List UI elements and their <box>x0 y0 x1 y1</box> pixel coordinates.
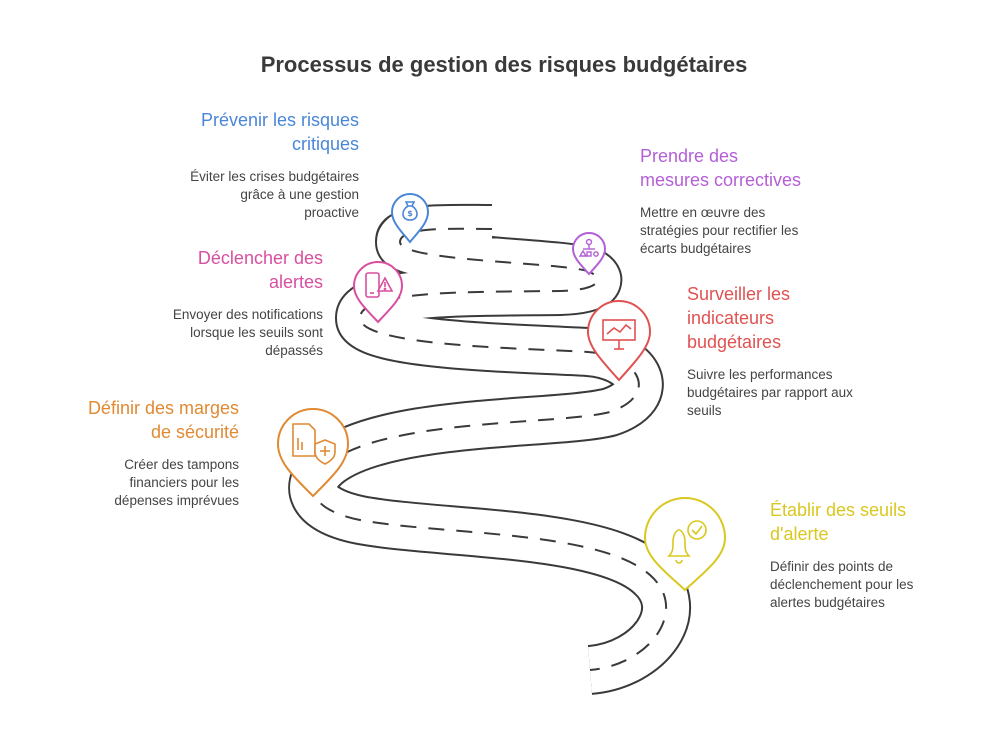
step-alerts-desc-line: lorsque les seuils sont <box>190 325 323 340</box>
step-thresholds-desc: Définir des points de déclenchement pour… <box>770 558 970 612</box>
step-monitor-heading-line: indicateurs <box>687 308 775 328</box>
strategy-icon <box>578 238 599 257</box>
step-margins: Définir des marges de sécurité Créer des… <box>19 396 239 510</box>
pin-thresholds <box>643 497 727 592</box>
pin-corrective <box>571 232 607 276</box>
step-prevent-desc-line: Éviter les crises budgétaires <box>190 169 359 184</box>
step-corrective-desc-line: écarts budgétaires <box>640 241 752 256</box>
step-alerts-desc-line: dépassés <box>265 343 323 358</box>
step-corrective-heading: Prendre des mesures correctives <box>640 144 880 192</box>
document-shield-icon <box>292 423 336 465</box>
money-bag-icon: $ <box>402 201 418 221</box>
step-thresholds-heading-line: Établir des seuils <box>770 500 907 520</box>
step-thresholds-heading: Établir des seuils d'alerte <box>770 498 970 546</box>
step-alerts-heading: Déclencher des alertes <box>83 246 323 294</box>
pin-monitor <box>586 300 652 382</box>
step-corrective-desc-line: Mettre en œuvre des <box>640 205 766 220</box>
step-monitor-heading-line: budgétaires <box>687 332 782 352</box>
pin-margins <box>276 408 350 498</box>
phone-alert-icon <box>365 272 394 298</box>
step-monitor-heading: Surveiller les indicateurs budgétaires <box>687 282 907 354</box>
step-alerts-heading-line: Déclencher des <box>197 248 323 268</box>
step-thresholds-desc-line: déclenchement pour les <box>770 577 914 592</box>
step-monitor-desc-line: Suivre les performances <box>687 367 833 382</box>
pin-prevent: $ <box>390 193 430 244</box>
svg-text:$: $ <box>407 209 413 218</box>
step-thresholds: Établir des seuils d'alerte Définir des … <box>770 498 970 612</box>
pin-alerts <box>352 261 404 324</box>
step-prevent-heading-line: Prévenir les risques <box>200 110 359 130</box>
step-corrective-desc-line: stratégies pour rectifier les <box>640 223 799 238</box>
step-monitor-heading-line: Surveiller les <box>687 284 791 304</box>
step-prevent-desc-line: grâce à une gestion <box>240 187 359 202</box>
step-prevent-desc: Éviter les crises budgétaires grâce à un… <box>119 168 359 222</box>
step-monitor: Surveiller les indicateurs budgétaires S… <box>687 282 907 420</box>
step-monitor-desc-line: seuils <box>687 403 722 418</box>
step-thresholds-desc-line: Définir des points de <box>770 559 894 574</box>
step-corrective-heading-line: Prendre des <box>640 146 739 166</box>
step-alerts-heading-line: alertes <box>268 272 323 292</box>
step-corrective-desc: Mettre en œuvre des stratégies pour rect… <box>640 204 880 258</box>
step-margins-heading-line: de sécurité <box>150 422 239 442</box>
chart-presentation-icon <box>602 319 636 350</box>
step-prevent-heading-line: critiques <box>291 134 359 154</box>
step-prevent-desc-line: proactive <box>304 205 359 220</box>
step-monitor-desc: Suivre les performances budgétaires par … <box>687 366 907 420</box>
step-margins-heading-line: Définir des marges <box>87 398 239 418</box>
step-prevent: Prévenir les risques critiques Éviter le… <box>119 108 359 222</box>
step-monitor-desc-line: budgétaires par rapport aux <box>687 385 853 400</box>
step-alerts-desc-line: Envoyer des notifications <box>172 307 323 322</box>
step-prevent-heading: Prévenir les risques critiques <box>119 108 359 156</box>
page-title: Processus de gestion des risques budgéta… <box>260 52 748 77</box>
step-alerts-desc: Envoyer des notifications lorsque les se… <box>83 306 323 360</box>
step-margins-desc-line: dépenses imprévues <box>114 493 239 508</box>
step-corrective-heading-line: mesures correctives <box>640 170 802 190</box>
step-margins-desc: Créer des tampons financiers pour les dé… <box>19 456 239 510</box>
bell-check-icon <box>667 520 707 564</box>
step-thresholds-desc-line: alertes budgétaires <box>770 595 885 610</box>
step-alerts: Déclencher des alertes Envoyer des notif… <box>83 246 323 360</box>
step-thresholds-heading-line: d'alerte <box>770 524 829 544</box>
step-margins-heading: Définir des marges de sécurité <box>19 396 239 444</box>
step-margins-desc-line: financiers pour les <box>129 475 239 490</box>
step-margins-desc-line: Créer des tampons <box>124 457 239 472</box>
step-corrective: Prendre des mesures correctives Mettre e… <box>640 144 880 258</box>
